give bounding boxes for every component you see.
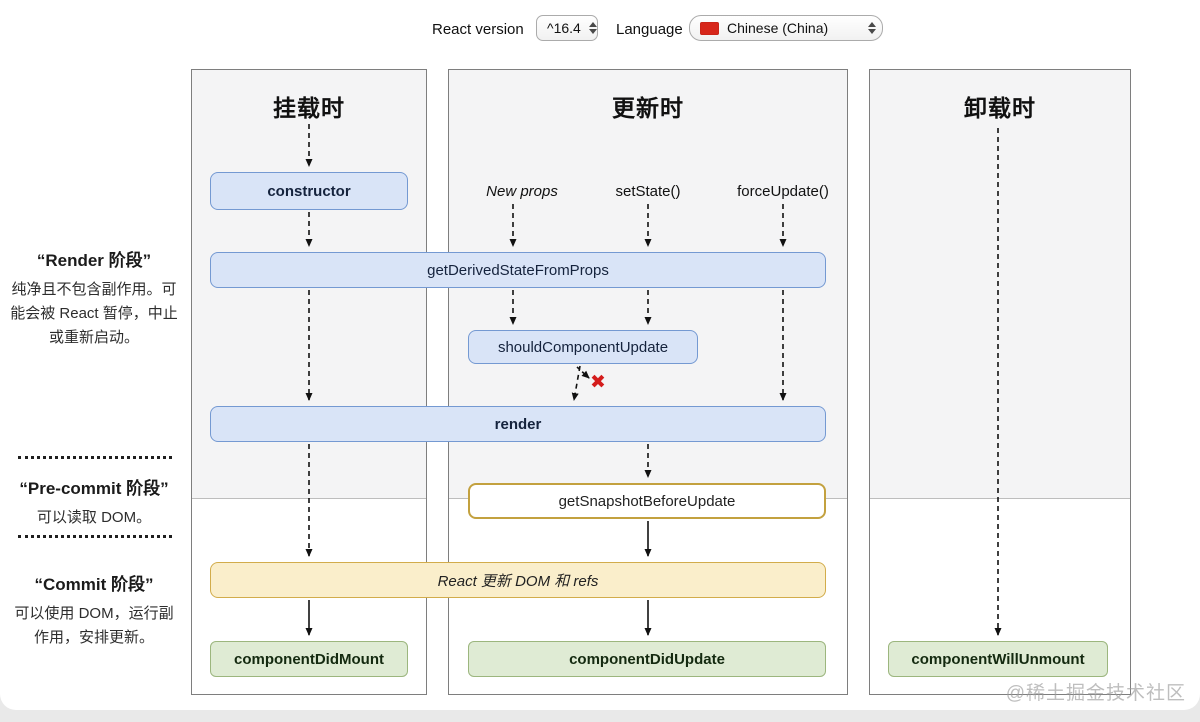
pre-commit-phase-title: “Pre-commit 阶段” <box>19 479 169 498</box>
react-version-label: React version <box>432 21 524 38</box>
stepper-icon <box>860 22 876 34</box>
language-select[interactable]: Chinese (China) <box>689 15 883 41</box>
commit-phase-title: “Commit 阶段” <box>34 575 154 594</box>
setstate-label: setState() <box>615 183 681 200</box>
render-phase-body: 纯净且不包含副作用。可能会被 React 暂停，中止或重新启动。 <box>10 281 178 346</box>
componentwillunmount-node[interactable]: componentWillUnmount <box>888 641 1108 677</box>
sidebar-commit-phase: “Commit 阶段” 可以使用 DOM，运行副作用，安排更新。 <box>12 570 176 650</box>
stepper-icon <box>581 22 597 34</box>
language-label: Language <box>616 21 683 38</box>
phase-separator <box>18 456 172 459</box>
render-node[interactable]: render <box>210 406 826 442</box>
phase-separator <box>18 535 172 538</box>
china-flag-icon <box>700 21 719 35</box>
column-mounting: 挂载时 <box>191 69 427 695</box>
pre-commit-phase-body: 可以读取 DOM。 <box>36 509 152 526</box>
forceupdate-label: forceUpdate() <box>737 183 829 200</box>
getderivedstatefromprops-node[interactable]: getDerivedStateFromProps <box>210 252 826 288</box>
column-updating: 更新时 <box>448 69 848 695</box>
shouldcomponentupdate-node[interactable]: shouldComponentUpdate <box>468 330 698 364</box>
react-version-select[interactable]: ^16.4 <box>536 15 598 41</box>
column-unmounting-title: 卸载时 <box>964 95 1036 121</box>
new-props-label: New props <box>486 183 558 200</box>
column-unmounting: 卸载时 <box>869 69 1131 695</box>
watermark: @稀土掘金技术社区 <box>1005 683 1186 704</box>
react-updates-dom-node: React 更新 DOM 和 refs <box>210 562 826 598</box>
column-updating-title: 更新时 <box>612 95 684 121</box>
commit-phase-body: 可以使用 DOM，运行副作用，安排更新。 <box>14 605 174 646</box>
render-phase-title: “Render 阶段” <box>36 251 152 270</box>
constructor-node[interactable]: constructor <box>210 172 408 210</box>
react-version-value: ^16.4 <box>547 20 581 36</box>
column-mounting-title: 挂载时 <box>273 95 345 121</box>
componentdidupdate-node[interactable]: componentDidUpdate <box>468 641 826 677</box>
getsnapshotbeforeupdate-node[interactable]: getSnapshotBeforeUpdate <box>468 483 826 519</box>
render-phase-zone <box>870 70 1130 499</box>
language-value: Chinese (China) <box>727 20 829 36</box>
sidebar-pre-commit-phase: “Pre-commit 阶段” 可以读取 DOM。 <box>8 474 180 530</box>
no-update-x-icon: ✖ <box>590 372 606 393</box>
sidebar-render-phase: “Render 阶段” 纯净且不包含副作用。可能会被 React 暂停，中止或重… <box>8 246 180 350</box>
componentdidmount-node[interactable]: componentDidMount <box>210 641 408 677</box>
